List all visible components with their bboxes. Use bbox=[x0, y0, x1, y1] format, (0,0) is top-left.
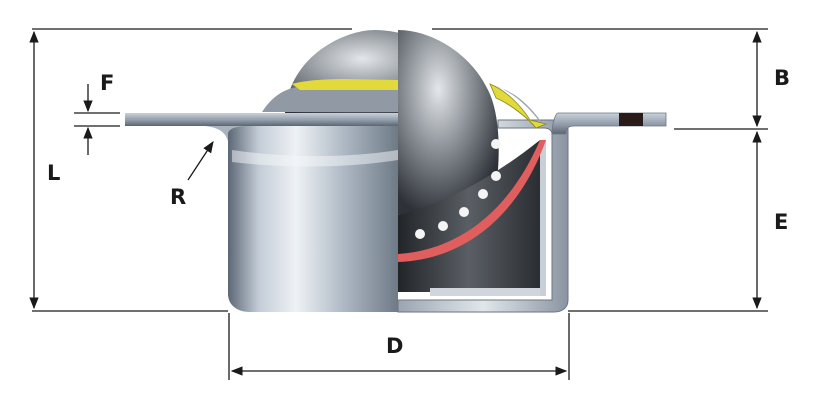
dimension-r-leader bbox=[187, 141, 214, 181]
support-ball bbox=[415, 229, 425, 239]
support-ball bbox=[491, 139, 501, 149]
support-balls bbox=[415, 139, 501, 239]
cup-highlight bbox=[232, 150, 398, 167]
inner-liner-side bbox=[540, 140, 546, 296]
seal-ring-left bbox=[262, 86, 398, 112]
main-ball-right bbox=[398, 30, 499, 215]
support-ball bbox=[478, 189, 488, 199]
dimension-labels: L F R B E D bbox=[47, 66, 790, 358]
label-e: E bbox=[774, 210, 788, 234]
flange-left bbox=[125, 113, 398, 126]
cup-body-left bbox=[228, 126, 398, 312]
flange-right bbox=[551, 112, 667, 135]
label-r: R bbox=[170, 185, 186, 209]
seal-ring-yellow bbox=[292, 79, 398, 90]
seal-right bbox=[489, 83, 548, 129]
support-ball bbox=[459, 207, 469, 217]
support-ball bbox=[491, 171, 501, 181]
inner-liner bbox=[430, 288, 540, 296]
label-f: F bbox=[100, 71, 114, 95]
dimension-lines bbox=[29, 28, 768, 380]
support-ball bbox=[438, 221, 448, 231]
ball-transfer-unit bbox=[125, 30, 667, 313]
flange-mounting-hole bbox=[619, 113, 643, 126]
label-b: B bbox=[774, 66, 790, 90]
label-d: D bbox=[386, 334, 403, 358]
label-l: L bbox=[47, 161, 60, 185]
inner-race bbox=[398, 140, 546, 262]
